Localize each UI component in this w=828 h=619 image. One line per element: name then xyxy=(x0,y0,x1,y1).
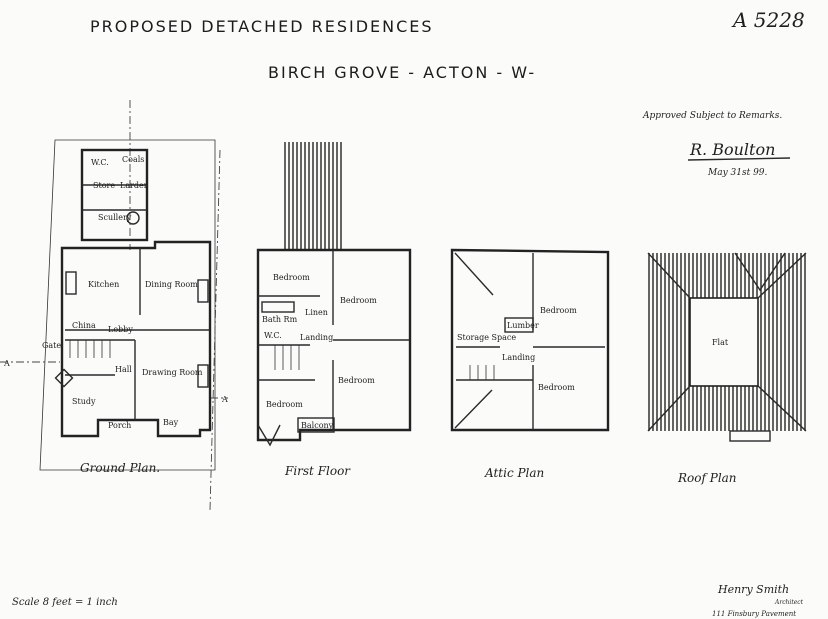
room-label-balcony: Balcony xyxy=(301,421,334,430)
attic-plan-caption: Attic Plan xyxy=(484,466,544,480)
room-label-study: Study xyxy=(72,397,96,406)
room-label-bedroom: Bedroom xyxy=(540,306,577,315)
architect-address: 111 Finsbury Pavement xyxy=(712,610,796,618)
architect-name: Henry Smith xyxy=(717,583,789,596)
room-label-flat: Flat xyxy=(712,338,729,347)
ground-walls xyxy=(60,240,212,438)
roof-plan: Flat Roof Plan xyxy=(647,252,807,485)
room-label-linen: Linen xyxy=(305,308,328,317)
attic-walls xyxy=(450,248,610,432)
scale-note: Scale 8 feet = 1 inch xyxy=(12,597,118,608)
attic-plan: Bedroom Lumber Storage Space Landing Bed… xyxy=(450,248,610,480)
first-floor-plan: Bedroom Bedroom Bath Rm Linen W.C. Landi… xyxy=(256,142,412,478)
architect-title: Architect xyxy=(774,599,804,606)
first-floor-walls xyxy=(256,248,412,442)
ground-plan: W.C. Coals Store Larder Scullery Kitchen… xyxy=(0,100,228,511)
roof-flat xyxy=(689,297,759,387)
room-label-china: China xyxy=(72,321,96,330)
room-label-lumber: Lumber xyxy=(507,321,539,330)
room-label-landing: Landing xyxy=(300,333,333,342)
room-label-dining-room: Dining Room xyxy=(145,280,198,289)
room-label-gate: Gate xyxy=(42,341,61,350)
drawing-title: PROPOSED DETACHED RESIDENCES xyxy=(90,17,434,36)
room-label-hall: Hall xyxy=(115,365,132,374)
room-label-wc: W.C. xyxy=(264,331,282,340)
boundary-line xyxy=(209,149,221,511)
drawing-subtitle: BIRCH GROVE - ACTON - W- xyxy=(268,63,536,82)
section-mark-left: A xyxy=(3,359,10,368)
room-label-bedroom: Bedroom xyxy=(340,296,377,305)
first-floor-caption: First Floor xyxy=(284,464,351,478)
room-label-bedroom: Bedroom xyxy=(338,376,375,385)
room-label-bedroom: Bedroom xyxy=(273,273,310,282)
rear-roof-hatched xyxy=(282,142,344,250)
room-label-larder: Larder xyxy=(120,181,148,190)
room-label-drawing-room: Drawing Room xyxy=(142,368,203,377)
room-label-bedroom: Bedroom xyxy=(266,400,303,409)
room-label-porch: Porch xyxy=(108,421,131,430)
room-label-storage-space: Storage Space xyxy=(457,333,516,342)
room-label-kitchen: Kitchen xyxy=(88,280,119,289)
room-label-store: Store xyxy=(93,181,115,190)
roof-plan-caption: Roof Plan xyxy=(677,471,737,485)
signature-underline xyxy=(687,157,791,161)
room-label-bath-room: Bath Rm xyxy=(262,315,298,324)
room-label-landing: Landing xyxy=(502,353,535,362)
plot-boundary xyxy=(39,139,216,471)
first-floor-bay xyxy=(257,424,281,447)
approval-text: Approved Subject to Remarks. xyxy=(642,111,782,121)
reference-number: A 5228 xyxy=(731,8,805,32)
approval-date: May 31st 99. xyxy=(707,168,768,178)
room-label-coals: Coals xyxy=(122,155,144,164)
approval-signature: R. Boulton xyxy=(689,140,775,159)
room-label-lobby: Lobby xyxy=(108,325,133,334)
section-mark-right: A xyxy=(221,395,228,404)
ground-plan-caption: Ground Plan. xyxy=(80,461,160,475)
room-label-wc: W.C. xyxy=(91,158,109,167)
rear-extension xyxy=(80,148,149,242)
room-label-scullery: Scullery xyxy=(98,213,132,222)
room-label-bedroom: Bedroom xyxy=(538,383,575,392)
room-label-bay: Bay xyxy=(163,418,179,427)
